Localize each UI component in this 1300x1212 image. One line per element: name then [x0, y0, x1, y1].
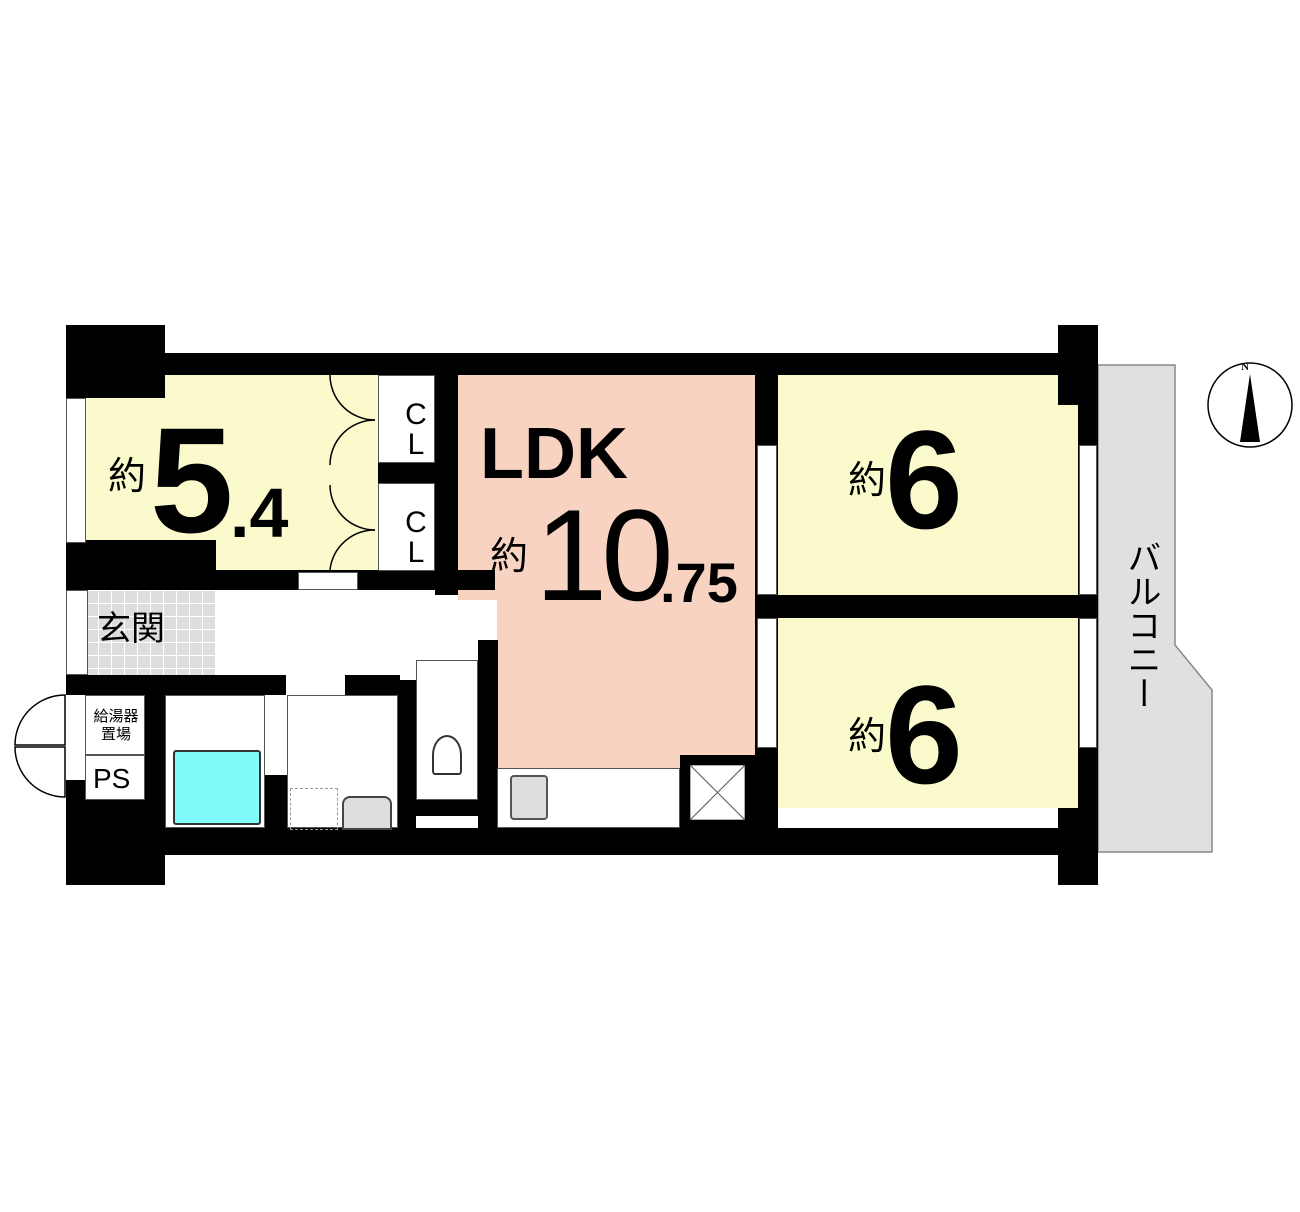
window [757, 445, 777, 595]
window [1079, 445, 1097, 595]
western-3-size: 6 [885, 656, 963, 813]
wash-basin-icon [342, 796, 392, 830]
wall [416, 800, 478, 816]
entrance-label: 玄関 [97, 610, 165, 648]
bathtub-icon [173, 750, 261, 825]
wall [265, 775, 287, 830]
window [1079, 618, 1097, 748]
closet-2 [378, 483, 435, 571]
wall [755, 375, 778, 830]
wall [66, 540, 216, 590]
toilet-icon [432, 735, 462, 775]
wall [435, 375, 458, 595]
western-room-1-lower [215, 530, 380, 572]
sink-icon [510, 775, 548, 820]
western-2-size: 6 [885, 401, 963, 558]
entrance-floor [85, 590, 215, 675]
closet-door-swing-icon [329, 375, 376, 571]
pillar [66, 325, 165, 398]
wall [165, 828, 1060, 855]
window [66, 398, 86, 543]
ldk-label: LDK [480, 414, 628, 494]
door-swing-icon[interactable] [5, 690, 67, 802]
western-room-2 [778, 375, 1078, 595]
wall [145, 690, 165, 830]
door-sill [298, 572, 358, 590]
closet-2-label: CL [405, 506, 427, 569]
water-heater-space [85, 695, 145, 755]
wall [66, 675, 286, 695]
washer-space [290, 788, 338, 830]
western-1-size-decimal: .4 [230, 474, 289, 552]
duct-x-icon [690, 765, 745, 820]
wall [345, 675, 400, 695]
wall [378, 463, 438, 483]
western-1-size: 5 [150, 396, 234, 564]
western-3-prefix: 約 [848, 716, 887, 758]
water-heater-label: 給湯器置場 [93, 708, 139, 743]
closet-1-label: CL [405, 398, 427, 461]
ldk-size: 10 [535, 482, 674, 628]
ps-label: PS [93, 763, 131, 794]
ldk-room [458, 375, 755, 600]
wall [1078, 375, 1098, 835]
ps-space [85, 755, 145, 800]
entrance-door[interactable] [66, 590, 88, 675]
western-room-3 [778, 618, 1078, 808]
compass-north-label: N [1241, 361, 1249, 373]
wall [478, 640, 498, 830]
closet-1 [378, 375, 435, 463]
wall [165, 353, 1060, 375]
compass-icon [1207, 362, 1293, 448]
balcony-label: バルコニー [1122, 540, 1160, 710]
western-1-prefix: 約 [108, 456, 147, 498]
western-2-prefix: 約 [848, 460, 887, 502]
toilet-room [416, 660, 478, 800]
ldk-room-lower [497, 598, 755, 768]
window [757, 618, 777, 748]
wall [398, 680, 416, 830]
wall [778, 595, 1078, 618]
ldk-prefix: 約 [490, 536, 529, 578]
ldk-size-decimal: .75 [660, 551, 738, 614]
